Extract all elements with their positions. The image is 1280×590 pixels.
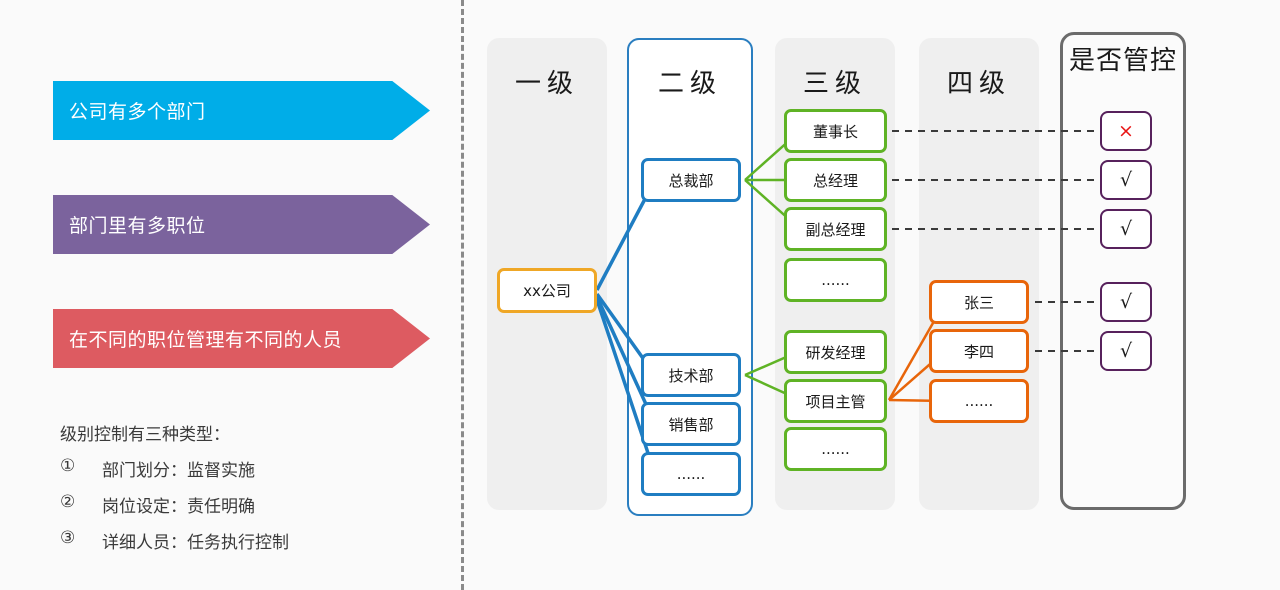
node-level3-gm[interactable]: 总经理 bbox=[784, 158, 887, 202]
node-level3-more-2[interactable]: ...... bbox=[784, 427, 887, 471]
node-label: xx公司 bbox=[523, 282, 571, 300]
banner-departments: 公司有多个部门 bbox=[53, 81, 430, 140]
node-label: ...... bbox=[676, 465, 706, 483]
control-mark: × bbox=[1118, 120, 1134, 142]
notes-item: ① 部门划分：监督实施 bbox=[60, 456, 440, 481]
column-title-control: 是否管控 bbox=[1068, 46, 1177, 76]
node-level3-project-lead[interactable]: 项目主管 bbox=[784, 379, 887, 423]
node-level2-tech[interactable]: 技术部 bbox=[641, 353, 741, 397]
banner-people: 在不同的职位管理有不同的人员 bbox=[53, 309, 430, 368]
node-level3-chairman[interactable]: 董事长 bbox=[784, 109, 887, 153]
banner-label: 公司有多个部门 bbox=[69, 101, 206, 123]
control-mark: √ bbox=[1119, 291, 1133, 313]
node-level4-person-1[interactable]: 张三 bbox=[929, 280, 1029, 324]
control-mark: √ bbox=[1119, 340, 1133, 362]
node-label: 李四 bbox=[963, 342, 994, 361]
notes-item: ③ 详细人员：任务执行控制 bbox=[60, 528, 440, 553]
node-label: 张三 bbox=[963, 293, 994, 312]
column-control bbox=[1060, 32, 1186, 510]
notes-marker: ③ bbox=[60, 528, 76, 548]
column-title-level4: 四级 bbox=[946, 69, 1011, 99]
banner-positions: 部门里有多职位 bbox=[53, 195, 430, 254]
node-level2-president[interactable]: 总裁部 bbox=[641, 158, 741, 202]
node-level2-more[interactable]: ...... bbox=[641, 452, 741, 496]
node-level3-rd-manager[interactable]: 研发经理 bbox=[784, 330, 887, 374]
node-level3-deputy-gm[interactable]: 副总经理 bbox=[784, 207, 887, 251]
banner-label: 部门里有多职位 bbox=[69, 215, 206, 237]
control-badge-check-icon-2[interactable]: √ bbox=[1100, 209, 1152, 249]
node-company[interactable]: xx公司 bbox=[497, 268, 597, 313]
control-badge-check-icon-3[interactable]: √ bbox=[1100, 282, 1152, 322]
control-badge-check-icon-4[interactable]: √ bbox=[1100, 331, 1152, 371]
section-divider bbox=[461, 0, 464, 590]
node-level2-sales[interactable]: 销售部 bbox=[641, 402, 741, 446]
notes-block: 级别控制有三种类型： ① 部门划分：监督实施 ② 岗位设定：责任明确 ③ 详细人… bbox=[60, 420, 440, 564]
node-label: 总裁部 bbox=[668, 171, 714, 190]
node-label: 技术部 bbox=[668, 366, 714, 385]
node-label: 副总经理 bbox=[805, 220, 866, 239]
node-label: ...... bbox=[964, 392, 994, 410]
column-title-level2: 二级 bbox=[657, 69, 722, 99]
notes-item: ② 岗位设定：责任明确 bbox=[60, 492, 440, 517]
control-badge-cross-icon[interactable]: × bbox=[1100, 111, 1152, 151]
notes-lead: 级别控制有三种类型： bbox=[60, 425, 230, 445]
node-label: 销售部 bbox=[668, 415, 714, 434]
node-label: ...... bbox=[821, 440, 850, 458]
banner-label: 在不同的职位管理有不同的人员 bbox=[69, 329, 343, 351]
node-level3-more-1[interactable]: ...... bbox=[784, 258, 887, 302]
node-label: 研发经理 bbox=[805, 343, 866, 362]
control-badge-check-icon-1[interactable]: √ bbox=[1100, 160, 1152, 200]
column-title-level3: 三级 bbox=[802, 69, 867, 99]
node-label: 总经理 bbox=[812, 171, 858, 190]
node-label: 董事长 bbox=[812, 122, 858, 141]
node-label: 项目主管 bbox=[805, 392, 866, 411]
notes-text: 部门划分：监督实施 bbox=[102, 461, 255, 481]
node-level4-person-2[interactable]: 李四 bbox=[929, 329, 1029, 373]
control-mark: √ bbox=[1119, 169, 1133, 191]
control-mark: √ bbox=[1119, 218, 1133, 240]
node-label: ...... bbox=[821, 271, 850, 289]
notes-text: 岗位设定：责任明确 bbox=[102, 497, 255, 517]
node-level4-more[interactable]: ...... bbox=[929, 379, 1029, 423]
column-title-level1: 一级 bbox=[514, 69, 579, 99]
notes-text: 详细人员：任务执行控制 bbox=[102, 533, 289, 553]
notes-marker: ② bbox=[60, 492, 76, 512]
column-level4 bbox=[919, 38, 1039, 510]
notes-marker: ① bbox=[60, 456, 76, 476]
